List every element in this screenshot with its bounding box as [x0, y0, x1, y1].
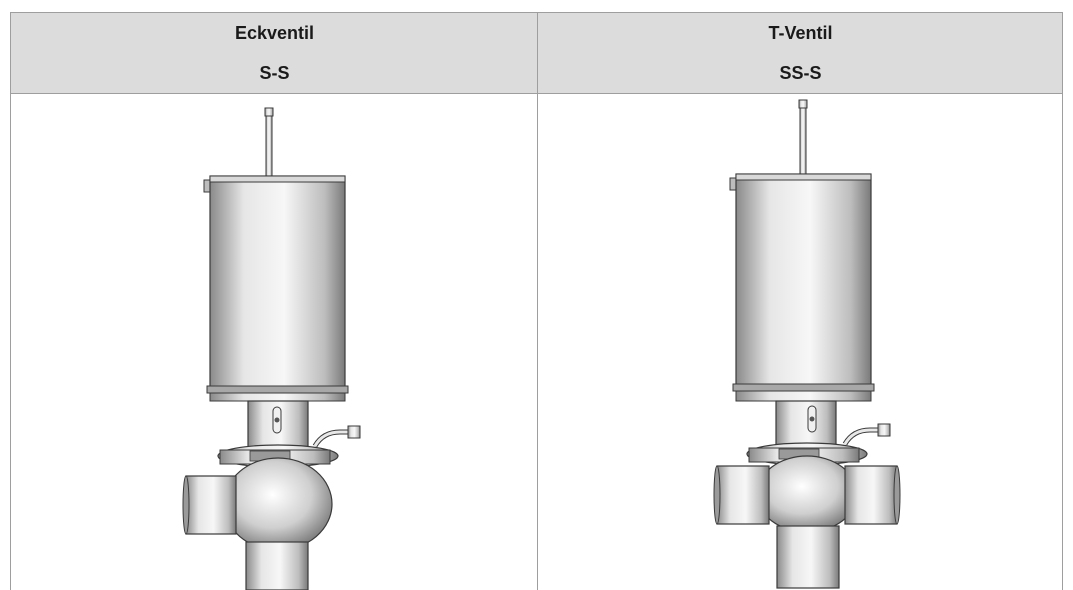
tee-valve-drawing	[713, 99, 901, 589]
column-title: T-Ventil	[768, 23, 833, 43]
table-column-divider	[537, 12, 538, 590]
angle-valve-drawing	[182, 107, 361, 590]
table-border-left	[10, 12, 11, 590]
column-title: Eckventil	[234, 23, 315, 43]
column-subtitle: SS-S	[779, 63, 822, 83]
image-cell-angle-valve	[10, 94, 537, 590]
table-header-row: Eckventil S-S T-Ventil SS-S	[10, 12, 1063, 94]
valve-comparison-table: Eckventil S-S T-Ventil SS-S	[10, 12, 1063, 590]
header-cell-tee-valve: T-Ventil SS-S	[538, 13, 1063, 93]
column-subtitle: S-S	[259, 63, 290, 83]
table-border-right	[1062, 12, 1063, 590]
image-cell-tee-valve	[537, 94, 1063, 590]
table-image-row	[10, 94, 1063, 590]
header-cell-angle-valve: Eckventil S-S	[11, 13, 538, 93]
